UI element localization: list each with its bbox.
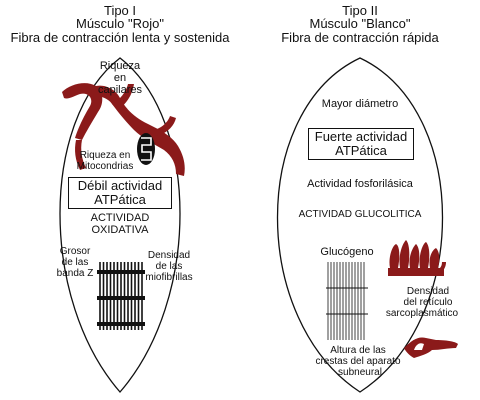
capillary-vessel <box>62 83 185 176</box>
type2-title-line3: Fibra de contracción rápida <box>281 30 439 45</box>
type2-fiber-outline <box>276 57 444 393</box>
capillaries-label-line2: en <box>113 72 127 84</box>
mitochondria-label-line1: Riqueza en <box>79 150 131 161</box>
folds-label-line1: Altura de las <box>330 345 386 356</box>
mitochondrion-icon <box>137 133 155 165</box>
type1-atpase-line1: Débil actividad <box>77 178 163 193</box>
type1-title-line2: Músculo "Rojo" <box>76 16 164 31</box>
oxidative-label-line2: OXIDATIVA <box>91 224 149 236</box>
mitochondria-label-line2: Mitocondrias <box>76 161 134 172</box>
type2-atpase-line1: Fuerte actividad <box>314 129 408 144</box>
folds-label-line2: crestas del aparato <box>315 356 401 367</box>
glycolytic-label: ACTIVIDAD GLUCOLITICA <box>298 209 422 220</box>
capillaries-label-line3: capilares <box>97 84 143 96</box>
myofibril-label-line1: Densidad <box>147 250 191 261</box>
reticulum-label-line2: del retículo <box>403 297 453 308</box>
type1-myofibril-bundle <box>97 262 145 330</box>
zband-label-line1: Grosor <box>59 246 91 257</box>
type2-atpase-line2: ATPática <box>335 143 387 159</box>
type2-atpase-box: Fuerte actividad ATPática <box>308 128 414 160</box>
reticulum-label-line1: Densidad <box>406 286 450 297</box>
type1-title-line3: Fibra de contracción lenta y sostenida <box>10 30 230 45</box>
zband-label-line2: de las <box>61 257 89 268</box>
diameter-label: Mayor diámetro <box>321 98 399 110</box>
type1-atpase-line2: ATPática <box>94 192 146 208</box>
sarcoplasmic-reticulum-shape <box>388 240 446 276</box>
subneural-apparatus-shape <box>404 337 458 358</box>
phosphorylase-label: Actividad fosforilásica <box>307 178 413 190</box>
oxidative-label-line1: ACTIVIDAD <box>90 212 150 224</box>
type1-title-line1: Tipo I <box>103 3 137 18</box>
type2-myofibril-bundle <box>326 262 368 340</box>
type2-title-line2: Músculo "Blanco" <box>309 16 411 31</box>
type2-title-line1: Tipo II <box>342 3 378 18</box>
myofibril-label-line3: miofibrillas <box>145 272 193 283</box>
capillaries-label-line1: Riqueza <box>99 60 141 72</box>
zband-label-line3: banda Z <box>56 268 94 279</box>
myofibril-label-line2: de las <box>155 261 183 272</box>
type1-atpase-box: Débil actividad ATPática <box>68 177 172 209</box>
folds-label-line3: subneural <box>338 367 382 378</box>
glycogen-label: Glucógeno <box>320 246 374 258</box>
reticulum-label-line3: sarcoplasmático <box>385 308 459 319</box>
